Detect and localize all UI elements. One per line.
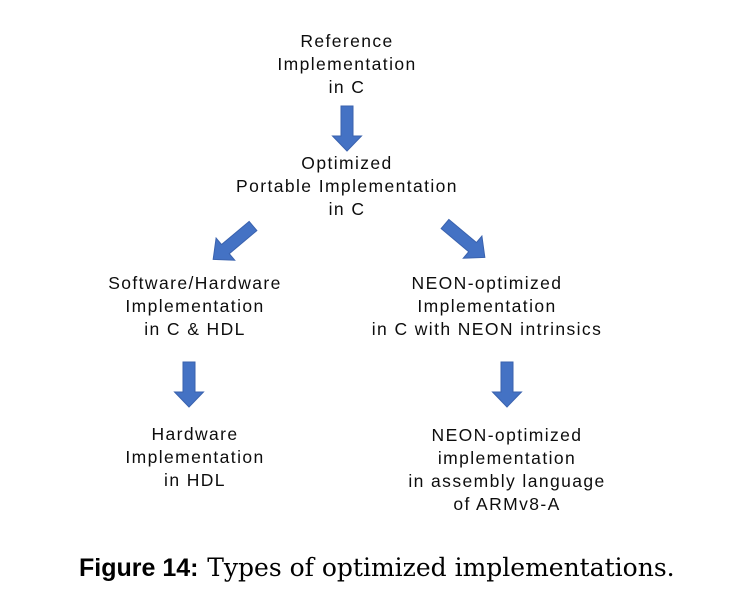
arrow-shape	[491, 361, 523, 408]
arrow-diagonal-right-optimized-to-neon	[440, 218, 486, 259]
arrow-down-swhw-to-hardware	[173, 361, 205, 408]
figure-caption-text: Types of optimized implementations.	[207, 553, 675, 582]
arrow-shape	[331, 105, 363, 152]
node-optimized-portable: Optimized Portable Implementation in C	[236, 153, 458, 219]
node-reference-implementation: Reference Implementation in C	[277, 31, 417, 97]
figure-caption: Figure 14: Types of optimized implementat…	[79, 553, 675, 583]
node-software-hardware: Software/Hardware Implementation in C & …	[108, 273, 282, 339]
arrow-shape	[173, 361, 205, 408]
node-hardware-hdl: Hardware Implementation in HDL	[125, 424, 265, 490]
arrow-shape	[212, 220, 258, 261]
node-neon-intrinsics: NEON-optimized Implementation in C with …	[371, 273, 603, 339]
arrow-down-reference-to-optimized	[331, 105, 363, 152]
figure-caption-label: Figure 14:	[79, 554, 199, 582]
arrow-diagonal-left-optimized-to-swhw	[212, 220, 258, 261]
node-neon-assembly: NEON-optimized implementation in assembl…	[408, 425, 606, 514]
arrow-down-neonc-to-neonasm	[491, 361, 523, 408]
arrow-shape	[440, 218, 486, 259]
